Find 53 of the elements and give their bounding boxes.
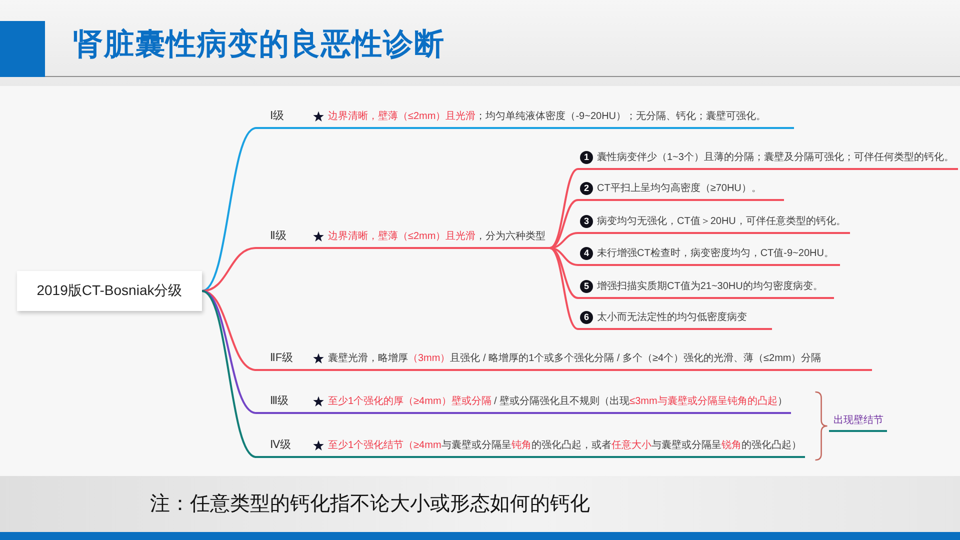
subtype-topic [578, 279, 834, 299]
description-text: 至少1个强化的厚（≥4mm）壁或分隔 / 壁或分隔强化且不规则（出现≤3mm与囊壁或分隔呈钝角的凸起） [328, 394, 788, 408]
branch-line [202, 290, 256, 458]
branch-line [306, 247, 312, 249]
number-marker: 6 [580, 310, 593, 324]
subtype-topic [578, 181, 784, 201]
branch-line [549, 168, 578, 249]
branch-line [306, 412, 312, 414]
branch-line [550, 247, 578, 266]
description-text: 至少1个强化结节（≥4mm与囊壁或分隔呈钝角的强化凸起，或者任意大小与囊壁或分隔呈锐角的强化凸起） [328, 438, 802, 452]
subtype-topic [578, 214, 850, 234]
branch-topic: Ⅲ级 [256, 393, 306, 414]
branch-line [550, 232, 578, 249]
slide-title: 肾脏囊性病变的良恶性诊断 [73, 27, 445, 63]
branch-line [549, 199, 578, 249]
branch-topic: Ⅰ级 [256, 108, 306, 129]
branch-topic: Ⅱ级 [256, 228, 306, 249]
branch-line [202, 290, 256, 371]
description-topic [312, 351, 872, 371]
description-topic [312, 438, 806, 458]
number-marker: 5 [580, 280, 593, 292]
branch-line [306, 369, 312, 371]
subtype-topic [578, 310, 772, 330]
summary-label: 出现壁结节 [829, 413, 888, 432]
branch-line [306, 456, 312, 458]
number-marker: 1 [580, 150, 593, 164]
description-text: 囊壁光滑，略增厚（3mm）且强化 / 略增厚的1个或多个强化分隔 / 多个（≥4个）强化的光滑、薄（≤2mm）分隔 [328, 352, 822, 365]
number-marker: 2 [580, 182, 593, 194]
description-topic [312, 229, 550, 249]
branch-line [306, 127, 312, 129]
subtype-text: 太小而无法定性的均匀低密度病变 [597, 310, 747, 324]
subtype-topic [578, 246, 840, 266]
number-marker: 3 [580, 214, 593, 228]
branch-line [202, 290, 256, 414]
subtype-text: 囊性病变伴少（1~3个）且薄的分隔；囊壁及分隔可强化；可伴任何类型的钙化。 [597, 150, 954, 164]
branch-line [202, 127, 256, 292]
branch-topic: ⅡF级 [256, 350, 306, 371]
branch-line [202, 247, 256, 292]
footnote-text: 注：任意类型的钙化指不论大小或形态如何的钙化 [150, 490, 590, 517]
branch-line [549, 247, 578, 299]
subtype-text: 未行增强CT检查时，病变密度均匀，CT值-9~20HU。 [597, 246, 834, 260]
subtype-topic [578, 150, 958, 170]
description-topic [312, 394, 792, 414]
number-marker: 4 [580, 246, 593, 260]
subtype-text: 增强扫描实质期CT值为21~30HU的均匀密度病变。 [597, 280, 823, 293]
root-topic: 2019版CT-Bosniak分级 [17, 271, 202, 311]
description-topic [312, 109, 794, 129]
branch-line [549, 247, 578, 330]
subtype-text: 病变均匀无强化，CT值＞20HU，可伴任意类型的钙化。 [597, 214, 846, 228]
subtype-text: CT平扫上呈均匀高密度（≥70HU）。 [597, 182, 762, 195]
description-text: 边界清晰，壁薄（≤2mm）且光滑；均匀单纯液体密度（-9~20HU）；无分隔、钙化；囊壁可强化。 [328, 110, 766, 123]
description-text: 边界清晰，壁薄（≤2mm）且光滑，分为六种类型 [328, 230, 546, 243]
branch-topic: Ⅳ级 [256, 437, 306, 458]
